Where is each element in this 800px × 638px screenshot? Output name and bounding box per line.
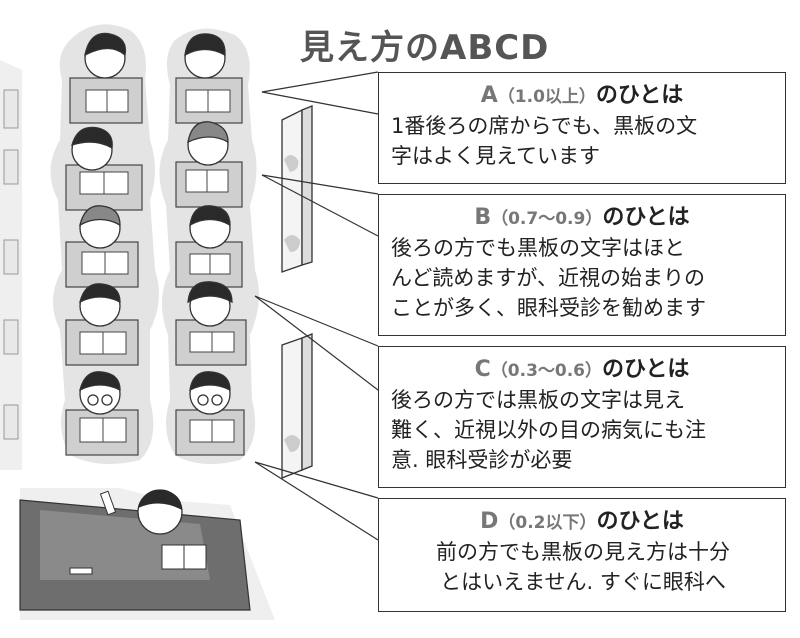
grade-d-box: D（0.2以下）のひとは 前の方でも黒板の見え方は十分 とはいえません. すぐに… xyxy=(378,498,786,612)
left-wall xyxy=(0,60,22,470)
description-line: 1番後ろの席からでも、黒板の文 xyxy=(391,114,698,138)
description-line: 後ろの方でも黒板の文字はほと xyxy=(391,236,685,260)
grade-c-heading: C（0.3〜0.6）のひとは xyxy=(379,351,785,383)
window-upper xyxy=(281,105,313,273)
grade-b-box: B（0.7〜0.9）のひとは 後ろの方でも黒板の文字はほと んど読めますが、近視… xyxy=(378,194,786,336)
grade-b-suffix: のひとは xyxy=(602,205,690,230)
grade-d-letter: D xyxy=(480,509,499,534)
description-line: 後ろの方では黒板の文字は見え xyxy=(391,388,685,412)
grade-d-description: 前の方でも黒板の見え方は十分 とはいえません. すぐに眼科へ xyxy=(379,535,785,597)
grade-a-box: A（1.0以上）のひとは 1番後ろの席からでも、黒板の文 字はよく見えています xyxy=(378,72,786,184)
books xyxy=(79,89,235,443)
pointer-lines xyxy=(254,71,379,541)
grade-b-description: 後ろの方でも黒板の文字はほと んど読めますが、近視の始まりの ことが多く、眼科受… xyxy=(379,231,785,323)
students xyxy=(71,32,233,415)
grade-c-description: 後ろの方では黒板の文字は見え 難く、近視以外の目の病気にも注 意. 眼科受診が必… xyxy=(379,383,785,475)
grade-d-heading: D（0.2以下）のひとは xyxy=(379,503,785,535)
description-line: 前の方でも黒板の見え方は十分 xyxy=(436,540,730,564)
grade-b-range: （0.7〜0.9） xyxy=(491,209,603,229)
grade-a-description: 1番後ろの席からでも、黒板の文 字はよく見えています xyxy=(379,109,785,171)
grade-c-range: （0.3〜0.6） xyxy=(490,361,603,381)
grade-d-suffix: のひとは xyxy=(596,509,684,534)
grade-c-suffix: のひとは xyxy=(602,357,690,382)
grade-d-range: （0.2以下） xyxy=(498,513,597,533)
grade-b-heading: B（0.7〜0.9）のひとは xyxy=(379,199,785,231)
grade-c-box: C（0.3〜0.6）のひとは 後ろの方では黒板の文字は見え 難く、近視以外の目の… xyxy=(378,346,786,488)
description-line: 意. 眼科受診が必要 xyxy=(391,448,573,472)
window-lower xyxy=(281,333,313,479)
description-line: んど読めますが、近視の始まりの xyxy=(391,266,705,290)
grade-b-letter: B xyxy=(474,205,492,230)
description-line: ことが多く、眼科受診を勧めます xyxy=(391,296,706,320)
teacher-area xyxy=(19,488,275,620)
grade-a-letter: A xyxy=(480,83,498,108)
description-line: 難く、近視以外の目の病気にも注 xyxy=(391,418,706,442)
grade-a-range: （1.0以上） xyxy=(497,87,596,107)
description-line: とはいえません. すぐに眼科へ xyxy=(440,570,726,594)
grade-c-letter: C xyxy=(474,357,491,382)
page-title: 見え方のABCD xyxy=(300,28,550,68)
grade-a-heading: A（1.0以上）のひとは xyxy=(379,77,785,109)
description-line: 字はよく見えています xyxy=(391,144,600,168)
grade-a-suffix: のひとは xyxy=(595,83,684,108)
